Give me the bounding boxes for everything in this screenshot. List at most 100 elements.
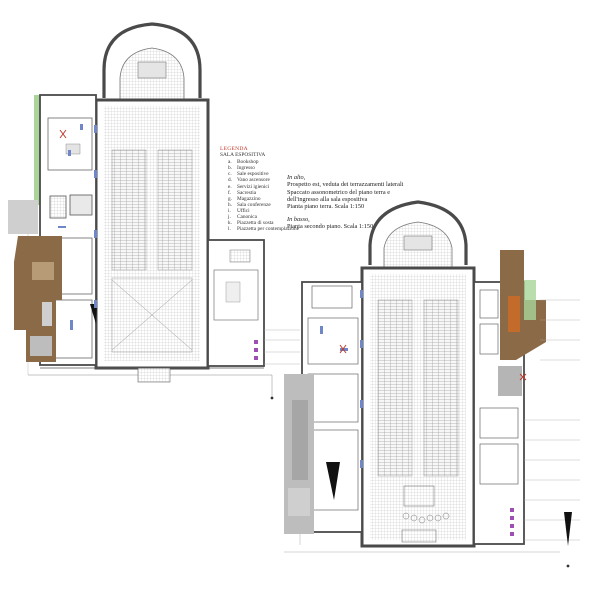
nave-entrance-lower	[403, 485, 435, 507]
ground-floor-plan	[8, 22, 300, 398]
legend-item: b. Ingresso	[228, 165, 302, 171]
legend-key: b.	[228, 165, 232, 172]
pews-right-lower	[423, 299, 459, 477]
grey-terrace	[8, 200, 38, 234]
window-markers-lower	[320, 290, 363, 468]
legend: LEGENDA SALA ESPOSITIVA a.Bookshop b. Ing…	[220, 146, 302, 232]
second-floor-plan	[270, 200, 580, 568]
north-arrow	[90, 304, 97, 324]
legend-item: d.Vano ascensore	[228, 177, 302, 183]
legend-label: Magazzino	[237, 195, 261, 202]
canonica-table	[225, 281, 241, 303]
legend-title: LEGENDA	[220, 146, 248, 152]
site-boundary	[28, 374, 273, 398]
room-upper	[47, 117, 93, 171]
legend-label: Vano ascensore	[237, 177, 270, 184]
grey-terrace-lower-3	[288, 488, 310, 516]
legend-key: l.	[228, 226, 231, 233]
legend-key: f.	[228, 189, 232, 196]
legend-item: k. Piazzetta di sosta	[228, 220, 302, 226]
seats-arc	[402, 512, 450, 524]
purple-markers-lower	[510, 508, 514, 536]
pews-left-lower	[377, 299, 413, 477]
caption-top-line: Prospetto est, veduta dei terrazzamenti …	[287, 181, 404, 189]
room-lower-2	[307, 317, 359, 365]
legend-item: a.Bookshop	[228, 159, 302, 165]
caption-top-line: Pianta piano terra. Scala 1:150	[287, 203, 365, 211]
garden-strip	[34, 95, 40, 205]
legend-label: Sala conferenze	[237, 201, 271, 208]
right-room-3	[479, 407, 519, 439]
room-lower-1	[311, 285, 353, 309]
terrace-grey-detail-2	[42, 302, 52, 326]
church-steps	[137, 367, 171, 383]
red-marker-right	[519, 373, 527, 381]
legend-item: l. Piazzetta per contemplazione	[228, 226, 302, 232]
section-markers	[270, 396, 570, 568]
altar-lower	[403, 235, 433, 251]
legend-item: f. Sacrestia	[228, 190, 302, 196]
legend-key: e.	[228, 183, 232, 190]
terrace-grey-detail	[30, 336, 52, 356]
caption-top-heading: In alto,	[287, 174, 306, 181]
right-room-4	[479, 443, 519, 485]
nave-steps-lower	[401, 529, 437, 543]
pews-right	[157, 149, 193, 271]
church-apse-lower	[368, 200, 468, 265]
legend-key: c.	[228, 171, 232, 178]
terrace-lines-right-2	[540, 299, 580, 361]
legend-list: a.Bookshop b.Ingresso c.Sale espositive …	[220, 159, 302, 232]
caption-top-line: Spaccato assonometrico del piano terra e	[287, 188, 390, 196]
legend-label: Piazzetta di sosta	[237, 220, 274, 227]
right-room-2	[479, 323, 499, 355]
legend-item: c. Sale espositive	[228, 171, 302, 177]
north-arrow-lower	[326, 462, 340, 500]
terrace-grey-right	[498, 366, 522, 396]
legend-item: g. Magazzino	[228, 196, 302, 202]
stair	[49, 195, 67, 219]
north-arrow-right	[564, 512, 572, 546]
brown-terrace-right	[500, 250, 546, 360]
brown-terrace-light	[32, 262, 54, 280]
caption-top-line: dell'ingresso alla sala espositiva	[287, 195, 368, 203]
legend-label: Canonica	[237, 214, 258, 221]
legend-label: Sale espositive	[237, 171, 269, 178]
altar	[137, 61, 167, 79]
legend-key: i.	[228, 207, 231, 214]
sacristy-entry	[229, 249, 251, 263]
legend-key: j.	[228, 214, 231, 221]
right-room-1	[479, 289, 499, 319]
terrace-lines-top	[264, 329, 300, 365]
legend-key: g.	[228, 195, 232, 202]
legend-label: Piazzetta per contemplazione	[237, 226, 300, 233]
window-markers	[58, 124, 97, 330]
church-apse	[102, 22, 202, 98]
red-marker-lower	[339, 344, 347, 354]
red-marker	[59, 129, 67, 139]
legend-key: h.	[228, 201, 232, 208]
pews-left	[111, 149, 147, 271]
table-upper	[65, 143, 81, 155]
legend-key: k.	[228, 220, 232, 227]
purple-markers-top	[254, 340, 258, 360]
canonica-room	[213, 269, 259, 321]
legend-subtitle: SALA ESPOSITIVA	[220, 152, 266, 159]
terrace-lines-right	[524, 419, 580, 541]
nave-lower-pavement	[111, 277, 193, 353]
caption-top: In alto, Prospetto est, veduta dei terra…	[287, 174, 447, 210]
services	[69, 194, 93, 216]
brown-terrace-right-light	[508, 296, 520, 332]
nave-cross-pattern	[111, 279, 193, 351]
caption-bottom-line: Pianta secondo piano. Scala 1:150	[287, 223, 374, 231]
legend-item: e. Servizi igienici	[228, 184, 302, 190]
legend-item: h. Sala conferenze	[228, 202, 302, 208]
caption-bottom-heading: In basso,	[287, 216, 310, 223]
grey-terrace-lower-2	[292, 400, 308, 480]
legend-label: Bookshop	[237, 159, 259, 166]
legend-label: Uffici	[237, 207, 250, 214]
legend-item: j. Canonica	[228, 214, 302, 220]
legend-label: Ingresso	[237, 165, 255, 172]
legend-label: Sacrestia	[237, 189, 257, 196]
legend-label: Servizi igienici	[237, 183, 270, 190]
